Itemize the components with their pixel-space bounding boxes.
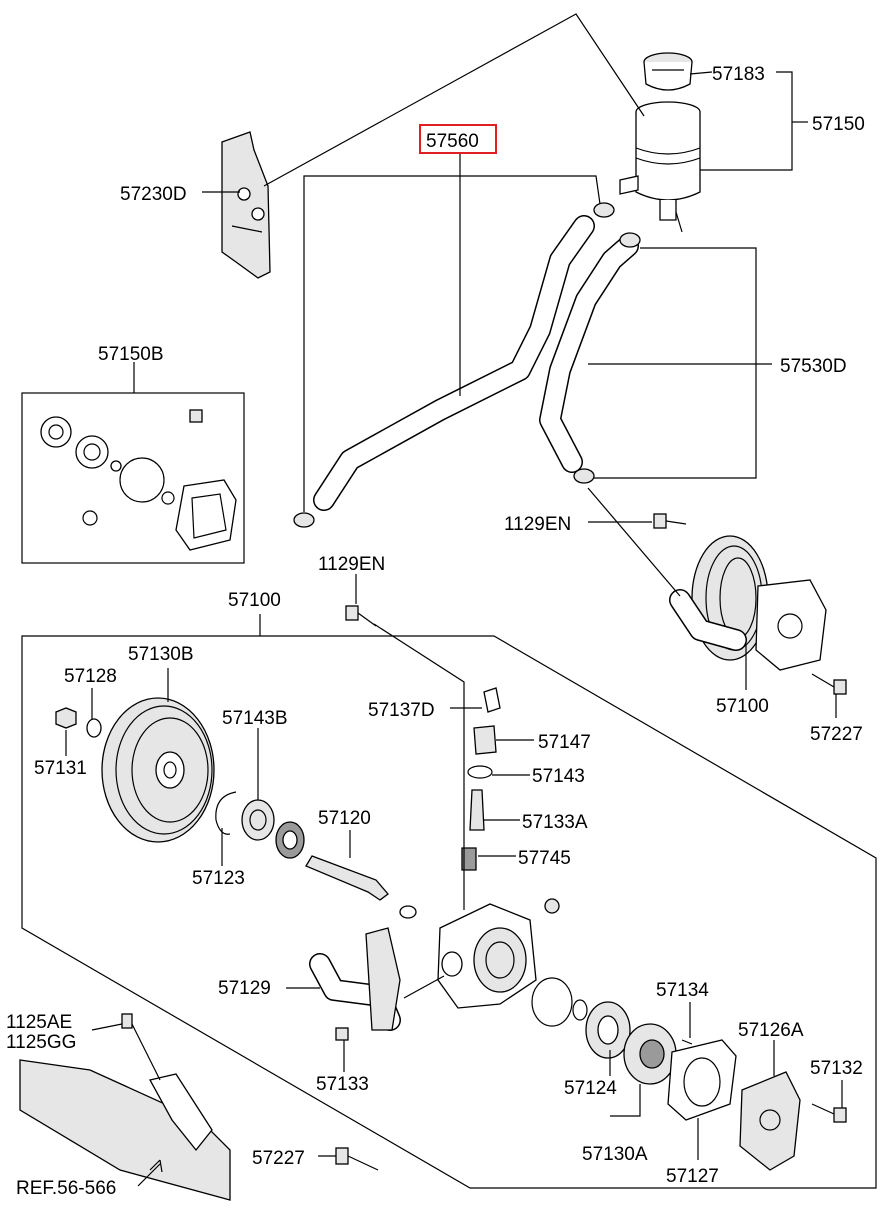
- label-57100-lower[interactable]: 57100: [228, 590, 281, 611]
- bolt-57227-upper: [811, 673, 847, 695]
- cam-ring-57124: [585, 1001, 631, 1059]
- label-57132[interactable]: 57132: [810, 1058, 863, 1079]
- label-57530d[interactable]: 57530D: [780, 356, 847, 377]
- pulley-57130b: [101, 697, 215, 843]
- bearing-57143b: [241, 799, 305, 859]
- washer-57128: [86, 718, 102, 738]
- pin-57134: [681, 1039, 693, 1045]
- seal-kit-box-57150b: [21, 392, 245, 564]
- bolt-57227-lower: [335, 1147, 379, 1171]
- label-1129en-lower[interactable]: 1129EN: [318, 554, 385, 575]
- label-57147[interactable]: 57147: [538, 732, 591, 753]
- label-57227-lower[interactable]: 57227: [252, 1148, 305, 1169]
- plate-57127: [667, 1039, 737, 1121]
- hose-57560: [313, 215, 595, 511]
- label-57130b[interactable]: 57130B: [128, 644, 194, 665]
- rotor-57130a: [623, 1023, 677, 1085]
- pipe-57129: [309, 927, 401, 1031]
- spring-57745: [461, 847, 477, 871]
- label-57143b[interactable]: 57143B: [222, 708, 288, 729]
- label-57120[interactable]: 57120: [318, 808, 371, 829]
- mount-bracket-lower: [19, 1013, 231, 1201]
- fitting-57147: [473, 725, 497, 755]
- reservoir-tank: [619, 101, 701, 233]
- shaft-57120: [305, 855, 417, 919]
- label-57128[interactable]: 57128: [64, 666, 117, 687]
- hose-clamps: [293, 202, 641, 528]
- bolt-1129en-upper: [653, 513, 687, 529]
- label-57130a[interactable]: 57130A: [582, 1144, 648, 1165]
- label-57127[interactable]: 57127: [666, 1166, 719, 1187]
- label-57126a[interactable]: 57126A: [738, 1020, 804, 1041]
- label-57129[interactable]: 57129: [218, 978, 271, 999]
- label-57183[interactable]: 57183: [712, 64, 765, 85]
- bracket-57230d: [221, 131, 271, 279]
- nut-57131: [55, 707, 77, 729]
- reservoir-cap: [643, 52, 693, 91]
- cover-57126a: [739, 1071, 801, 1171]
- label-1125ae[interactable]: 1125AE: [6, 1012, 72, 1033]
- bolt-57132: [811, 1103, 847, 1123]
- label-57150[interactable]: 57150: [812, 114, 865, 135]
- seal-rings: [531, 977, 588, 1027]
- pump-body: [437, 898, 560, 1009]
- o-ring-57143: [467, 765, 493, 779]
- snap-ring-57123: [215, 791, 237, 835]
- label-57133a[interactable]: 57133A: [522, 812, 588, 833]
- label-57124[interactable]: 57124: [564, 1078, 617, 1099]
- label-ref-56-566[interactable]: REF.56-566: [16, 1178, 116, 1199]
- highlight-box-57560: [419, 124, 497, 154]
- label-57133[interactable]: 57133: [316, 1074, 369, 1095]
- hose-57530d: [539, 235, 639, 473]
- label-57123[interactable]: 57123: [192, 868, 245, 889]
- label-57143[interactable]: 57143: [532, 766, 585, 787]
- pump-assembly-upper: [669, 535, 827, 671]
- label-57137d[interactable]: 57137D: [368, 700, 435, 721]
- leader-lines: [65, 13, 843, 1187]
- label-57134[interactable]: 57134: [656, 980, 709, 1001]
- label-57150b[interactable]: 57150B: [98, 344, 164, 365]
- bolt-1129en-lower: [345, 605, 377, 627]
- label-57230d[interactable]: 57230D: [120, 184, 187, 205]
- exploded-view-boundary: [21, 635, 877, 1189]
- label-57560[interactable]: 57560: [426, 131, 479, 152]
- label-57745[interactable]: 57745: [518, 848, 571, 869]
- connector-57137d: [483, 687, 501, 713]
- label-57131[interactable]: 57131: [34, 758, 87, 779]
- bolt-57133: [335, 1027, 349, 1041]
- label-57100-upper[interactable]: 57100: [716, 696, 769, 717]
- label-1125gg[interactable]: 1125GG: [6, 1032, 76, 1053]
- label-57227-upper[interactable]: 57227: [810, 724, 863, 745]
- valve-57133a: [469, 789, 485, 831]
- label-1129en-upper[interactable]: 1129EN: [504, 514, 571, 535]
